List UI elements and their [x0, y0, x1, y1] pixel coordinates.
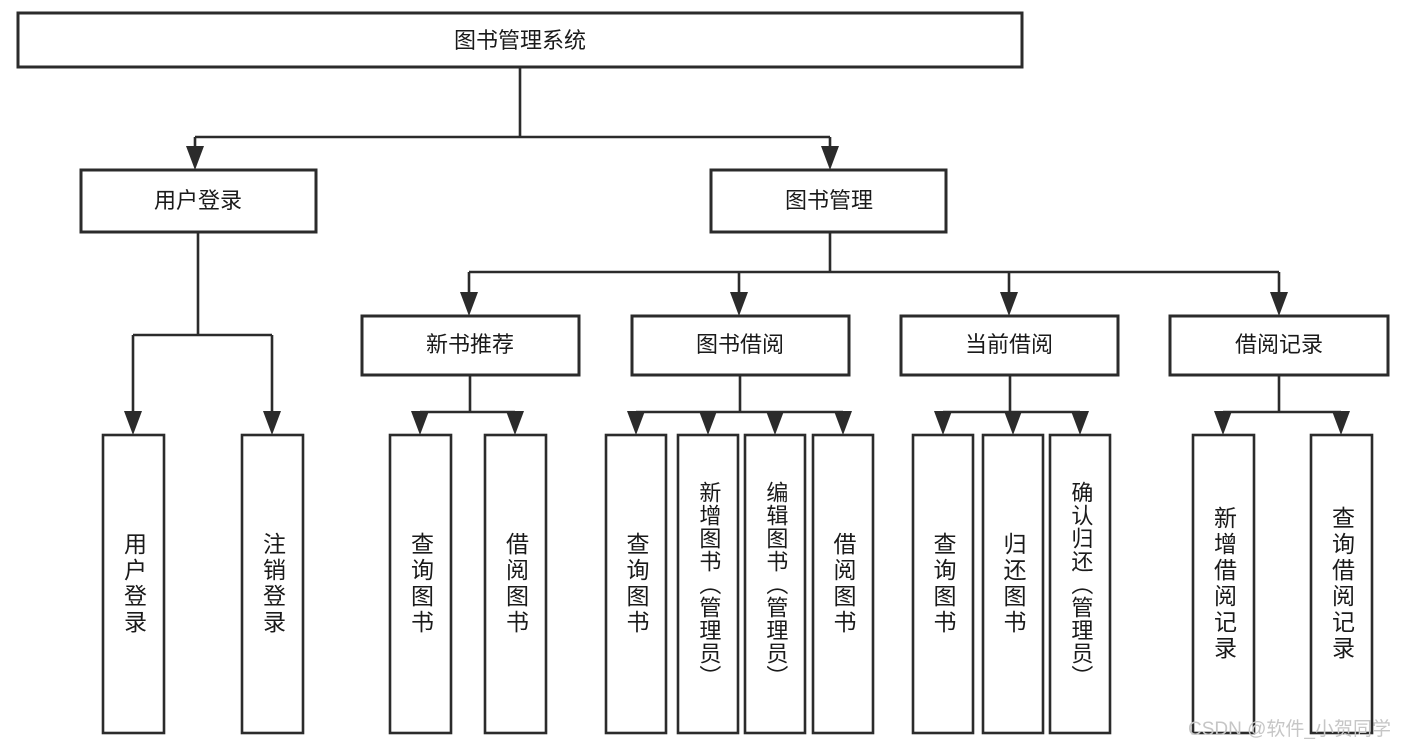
node-new-book-recommend-box[interactable]	[360, 314, 581, 377]
leaf-box-return-book[interactable]	[981, 433, 1045, 735]
arrowhead-leaf-1	[124, 411, 142, 435]
arrowhead-leaf-6	[699, 411, 717, 435]
leaf-box-borrow-book-1[interactable]	[483, 433, 548, 735]
edge-userlogin-to-leaves	[131, 232, 274, 423]
edges-layer	[131, 67, 1343, 423]
node-current-borrow-box[interactable]	[899, 314, 1120, 377]
arrowhead-leaf-12	[1214, 411, 1232, 435]
edge-root-to-bus	[193, 67, 832, 158]
node-book-management-label: 图书管理	[785, 188, 873, 213]
leaf-box-query-book-3[interactable]	[911, 433, 975, 735]
edge-borrowbook-to-leaves	[634, 375, 845, 423]
arrowheads-layer	[124, 146, 1350, 435]
node-user-login-box[interactable]	[79, 168, 318, 234]
leaf-box-user-login[interactable]	[101, 433, 166, 735]
leaf-box-add-book-admin[interactable]	[676, 433, 740, 735]
arrowhead-to-newbook	[460, 292, 478, 316]
arrowhead-to-currentborrow	[1000, 292, 1018, 316]
node-borrow-record-box[interactable]	[1168, 314, 1390, 377]
node-book-management-box[interactable]	[709, 168, 948, 234]
arrowhead-leaf-3	[411, 411, 429, 435]
leaf-box-query-borrow-record[interactable]	[1309, 433, 1374, 735]
node-root-box[interactable]	[16, 11, 1024, 69]
leaf-box-confirm-return[interactable]	[1048, 433, 1112, 735]
edge-bookmgmt-to-bus	[467, 232, 1281, 304]
arrowhead-leaf-4	[506, 411, 524, 435]
node-new-book-recommend-label: 新书推荐	[426, 332, 514, 357]
node-book-borrow-label: 图书借阅	[696, 332, 784, 357]
arrowhead-leaf-7	[766, 411, 784, 435]
arrowhead-to-userlogin	[186, 146, 204, 170]
arrowhead-to-borrowrecord	[1270, 292, 1288, 316]
node-book-borrow-box[interactable]	[630, 314, 851, 377]
arrowhead-leaf-5	[627, 411, 645, 435]
node-borrow-record-label: 借阅记录	[1235, 332, 1323, 357]
arrowhead-leaf-2	[263, 411, 281, 435]
leaf-box-borrow-book-2[interactable]	[811, 433, 875, 735]
leaf-box-edit-book-admin[interactable]	[743, 433, 807, 735]
nodes-layer: 图书管理系统 用户登录 图书管理 新书推荐 图书借阅 当前借阅 借阅记录	[16, 11, 1390, 735]
node-user-login-label: 用户登录	[154, 188, 242, 213]
arrowhead-to-borrowbook	[730, 292, 748, 316]
arrowhead-leaf-9	[934, 411, 952, 435]
arrowhead-leaf-10	[1004, 411, 1022, 435]
arrowhead-to-bookmgmt	[821, 146, 839, 170]
arrowhead-leaf-11	[1071, 411, 1089, 435]
leaf-box-query-book-2[interactable]	[604, 433, 668, 735]
leaf-box-add-borrow-record[interactable]	[1191, 433, 1256, 735]
node-root-label: 图书管理系统	[454, 28, 586, 53]
edge-borrowrecord-to-leaves	[1221, 375, 1343, 423]
edge-newbook-to-leaves	[418, 375, 517, 423]
leaf-box-logout[interactable]	[240, 433, 305, 735]
node-current-borrow-label: 当前借阅	[965, 332, 1053, 357]
leaf-box-query-book-1[interactable]	[388, 433, 453, 735]
arrowhead-leaf-8	[834, 411, 852, 435]
arrowhead-leaf-13	[1332, 411, 1350, 435]
